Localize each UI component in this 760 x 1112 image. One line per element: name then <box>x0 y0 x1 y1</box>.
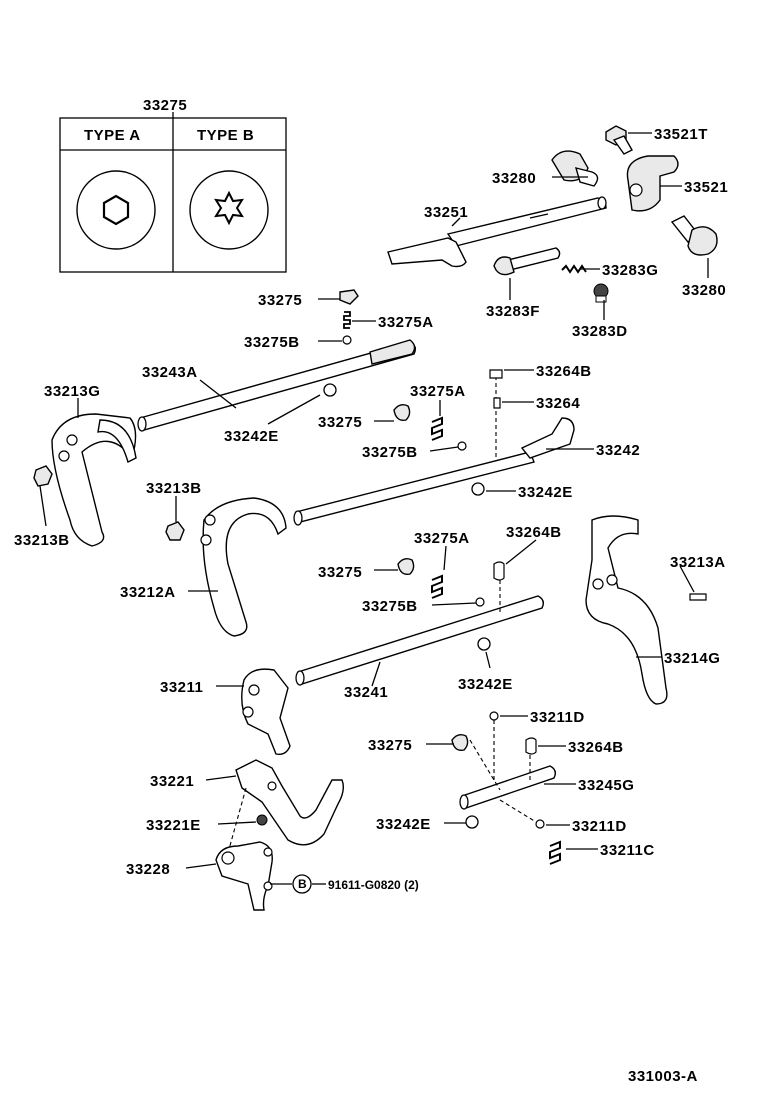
lever-33221 <box>225 759 345 861</box>
label-33264b-b: 33264B <box>506 524 562 541</box>
label-33211c: 33211C <box>600 842 655 859</box>
label-91611-g0820: 91611-G0820 (2) <box>328 878 419 892</box>
label-33245g: 33245G <box>578 777 634 794</box>
part-labels: 33521T 33280 33521 33251 33283G 33280 33… <box>14 126 728 1085</box>
label-33242e-a: 33242E <box>224 428 279 445</box>
label-33275a-b: 33275A <box>410 383 466 400</box>
detent-mid <box>393 403 485 496</box>
label-33275-d: 33275 <box>368 737 412 754</box>
label-33280-upper: 33280 <box>492 170 536 187</box>
bolt-marker-letter: B <box>298 877 307 891</box>
label-33242: 33242 <box>596 442 640 459</box>
bolt-33213b-left <box>33 465 53 487</box>
shaft-33251 <box>387 196 607 268</box>
label-33228: 33228 <box>126 861 170 878</box>
fork-33213g <box>51 413 137 547</box>
label-33283d: 33283D <box>572 323 628 340</box>
inset-title: 33275 <box>143 97 187 114</box>
label-33264: 33264 <box>536 395 580 412</box>
rod-33283f <box>493 247 561 276</box>
detent-lower <box>397 557 443 599</box>
fork-33214g <box>585 515 668 705</box>
shaft-33241 <box>295 561 545 686</box>
label-33241: 33241 <box>344 684 388 701</box>
label-33211d-b: 33211D <box>572 818 627 835</box>
e-ring-33242e-a <box>323 383 337 397</box>
bolt-marker-b: B <box>292 874 312 894</box>
label-33275-b: 33275 <box>318 414 362 431</box>
label-33264b-a: 33264B <box>536 363 592 380</box>
plug-33280-upper <box>551 150 599 187</box>
bolt-33521t <box>605 125 633 155</box>
pin-33213a <box>689 593 707 601</box>
label-33275a-a: 33275A <box>378 314 434 331</box>
label-33211d-a: 33211D <box>530 709 585 726</box>
label-33221: 33221 <box>150 773 194 790</box>
label-33242e-d: 33242E <box>376 816 431 833</box>
inset-type-b-label: TYPE B <box>197 127 254 144</box>
label-33264b-c: 33264B <box>568 739 624 756</box>
label-33275b-a: 33275B <box>244 334 300 351</box>
shaft-33242 <box>293 369 575 526</box>
inset-type-a-label: TYPE A <box>84 127 141 144</box>
label-33283g: 33283G <box>602 262 658 279</box>
label-33211: 33211 <box>160 679 203 696</box>
figure-code: 331003-A <box>628 1068 698 1085</box>
plug-33280-lower <box>670 215 718 256</box>
spring-33283g <box>561 264 587 274</box>
label-33275-a: 33275 <box>258 292 302 309</box>
bolt-33213b-mid <box>165 521 185 541</box>
label-33213b-a: 33213B <box>146 480 202 497</box>
lever-33211 <box>241 668 291 756</box>
shaft-33251-group <box>387 125 718 303</box>
label-33221e: 33221E <box>146 817 201 834</box>
label-33521t: 33521T <box>654 126 708 143</box>
label-33275b-b: 33275B <box>362 444 418 461</box>
label-33213b-b: 33213B <box>14 532 70 549</box>
label-33212a: 33212A <box>120 584 176 601</box>
bracket-33521 <box>626 155 679 212</box>
label-33521: 33521 <box>684 179 728 196</box>
type-a-hex-head-icon <box>76 170 156 250</box>
label-33242e-c: 33242E <box>458 676 513 693</box>
label-33275-c: 33275 <box>318 564 362 581</box>
leader-lines <box>39 132 709 885</box>
label-33243a: 33243A <box>142 364 198 381</box>
label-33213g: 33213G <box>44 383 100 400</box>
label-33242e-b: 33242E <box>518 484 573 501</box>
plug-33283d <box>593 283 609 303</box>
label-33214g: 33214G <box>664 650 720 667</box>
lever-33228 <box>215 841 273 911</box>
shaft-33243a <box>137 339 417 432</box>
label-33213a: 33213A <box>670 554 726 571</box>
label-33251: 33251 <box>424 204 468 221</box>
detent-upper <box>339 289 359 345</box>
shaft-33245g <box>451 711 561 865</box>
label-33283f: 33283F <box>486 303 540 320</box>
label-33275a-c: 33275A <box>414 530 470 547</box>
type-b-torx-head-icon <box>189 170 269 250</box>
label-33280-lower: 33280 <box>682 282 726 299</box>
label-33275b-c: 33275B <box>362 598 418 615</box>
fork-33212a <box>200 497 287 637</box>
type-inset: 33275 TYPE A TYPE B <box>59 97 287 273</box>
